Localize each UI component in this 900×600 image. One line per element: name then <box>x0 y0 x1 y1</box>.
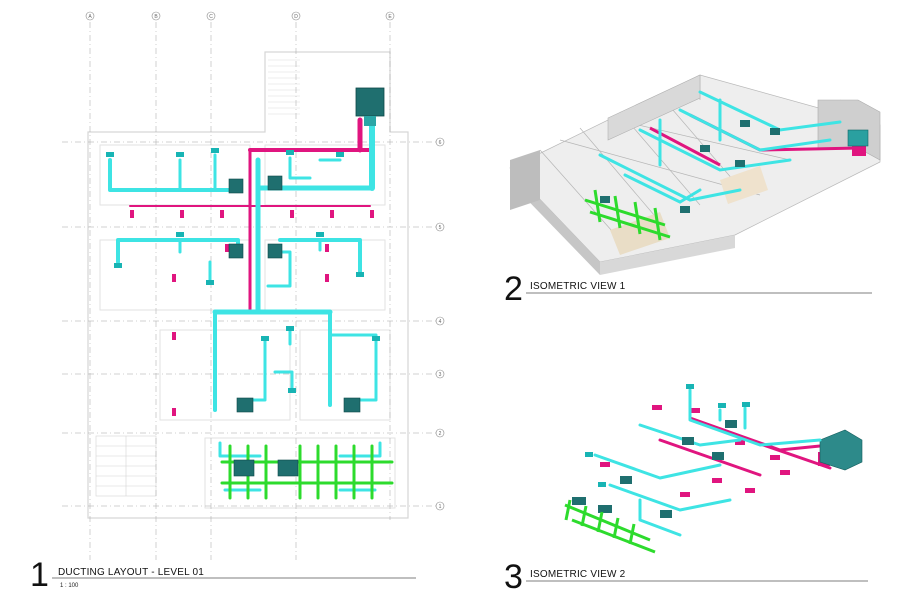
grid-label-4: 4 <box>439 319 442 325</box>
view-3-number: 3 <box>504 558 523 596</box>
view-1-title: DUCTING LAYOUT - LEVEL 01 <box>58 567 204 578</box>
view-1-number: 1 <box>30 556 49 594</box>
grid-bubbles-rows: 6 5 4 3 2 1 <box>435 137 445 511</box>
ducting-plan-view: A B C D E 6 5 4 3 2 1 <box>62 11 445 560</box>
supply-diffusers <box>106 148 380 393</box>
grid-bubbles-columns: A B C D E <box>85 11 395 21</box>
isometric-view-2 <box>564 384 863 554</box>
supply-ducts <box>108 122 382 492</box>
grid-label-E: E <box>388 14 392 20</box>
view-2-title-block: 2 ISOMETRIC VIEW 1 <box>504 270 872 308</box>
grid-label-C: C <box>209 14 213 20</box>
stair-hatch-top <box>268 59 300 115</box>
fan-coil-units <box>228 175 361 477</box>
grid-label-1: 1 <box>439 504 442 510</box>
view-1-scale: 1 : 100 <box>60 583 79 589</box>
grid-label-A: A <box>88 14 92 20</box>
view-2-number: 2 <box>504 270 523 308</box>
view-1-title-block: 1 DUCTING LAYOUT - LEVEL 01 1 : 100 <box>30 556 416 594</box>
air-handling-unit <box>355 87 385 117</box>
view-2-title: ISOMETRIC VIEW 1 <box>530 281 626 292</box>
grid-label-6: 6 <box>439 140 442 146</box>
grid-label-5: 5 <box>439 225 442 231</box>
view-3-title: ISOMETRIC VIEW 2 <box>530 569 626 580</box>
grid-label-3: 3 <box>439 372 442 378</box>
grid-label-2: 2 <box>439 431 442 437</box>
stair-hatch-bottom <box>95 435 157 497</box>
isometric-view-1 <box>509 74 881 275</box>
view-3-title-block: 3 ISOMETRIC VIEW 2 <box>504 558 868 596</box>
grid-label-B: B <box>154 14 158 20</box>
grid-label-D: D <box>294 14 298 20</box>
exhaust-grilles <box>130 210 374 416</box>
exhaust-ducts <box>129 117 374 314</box>
